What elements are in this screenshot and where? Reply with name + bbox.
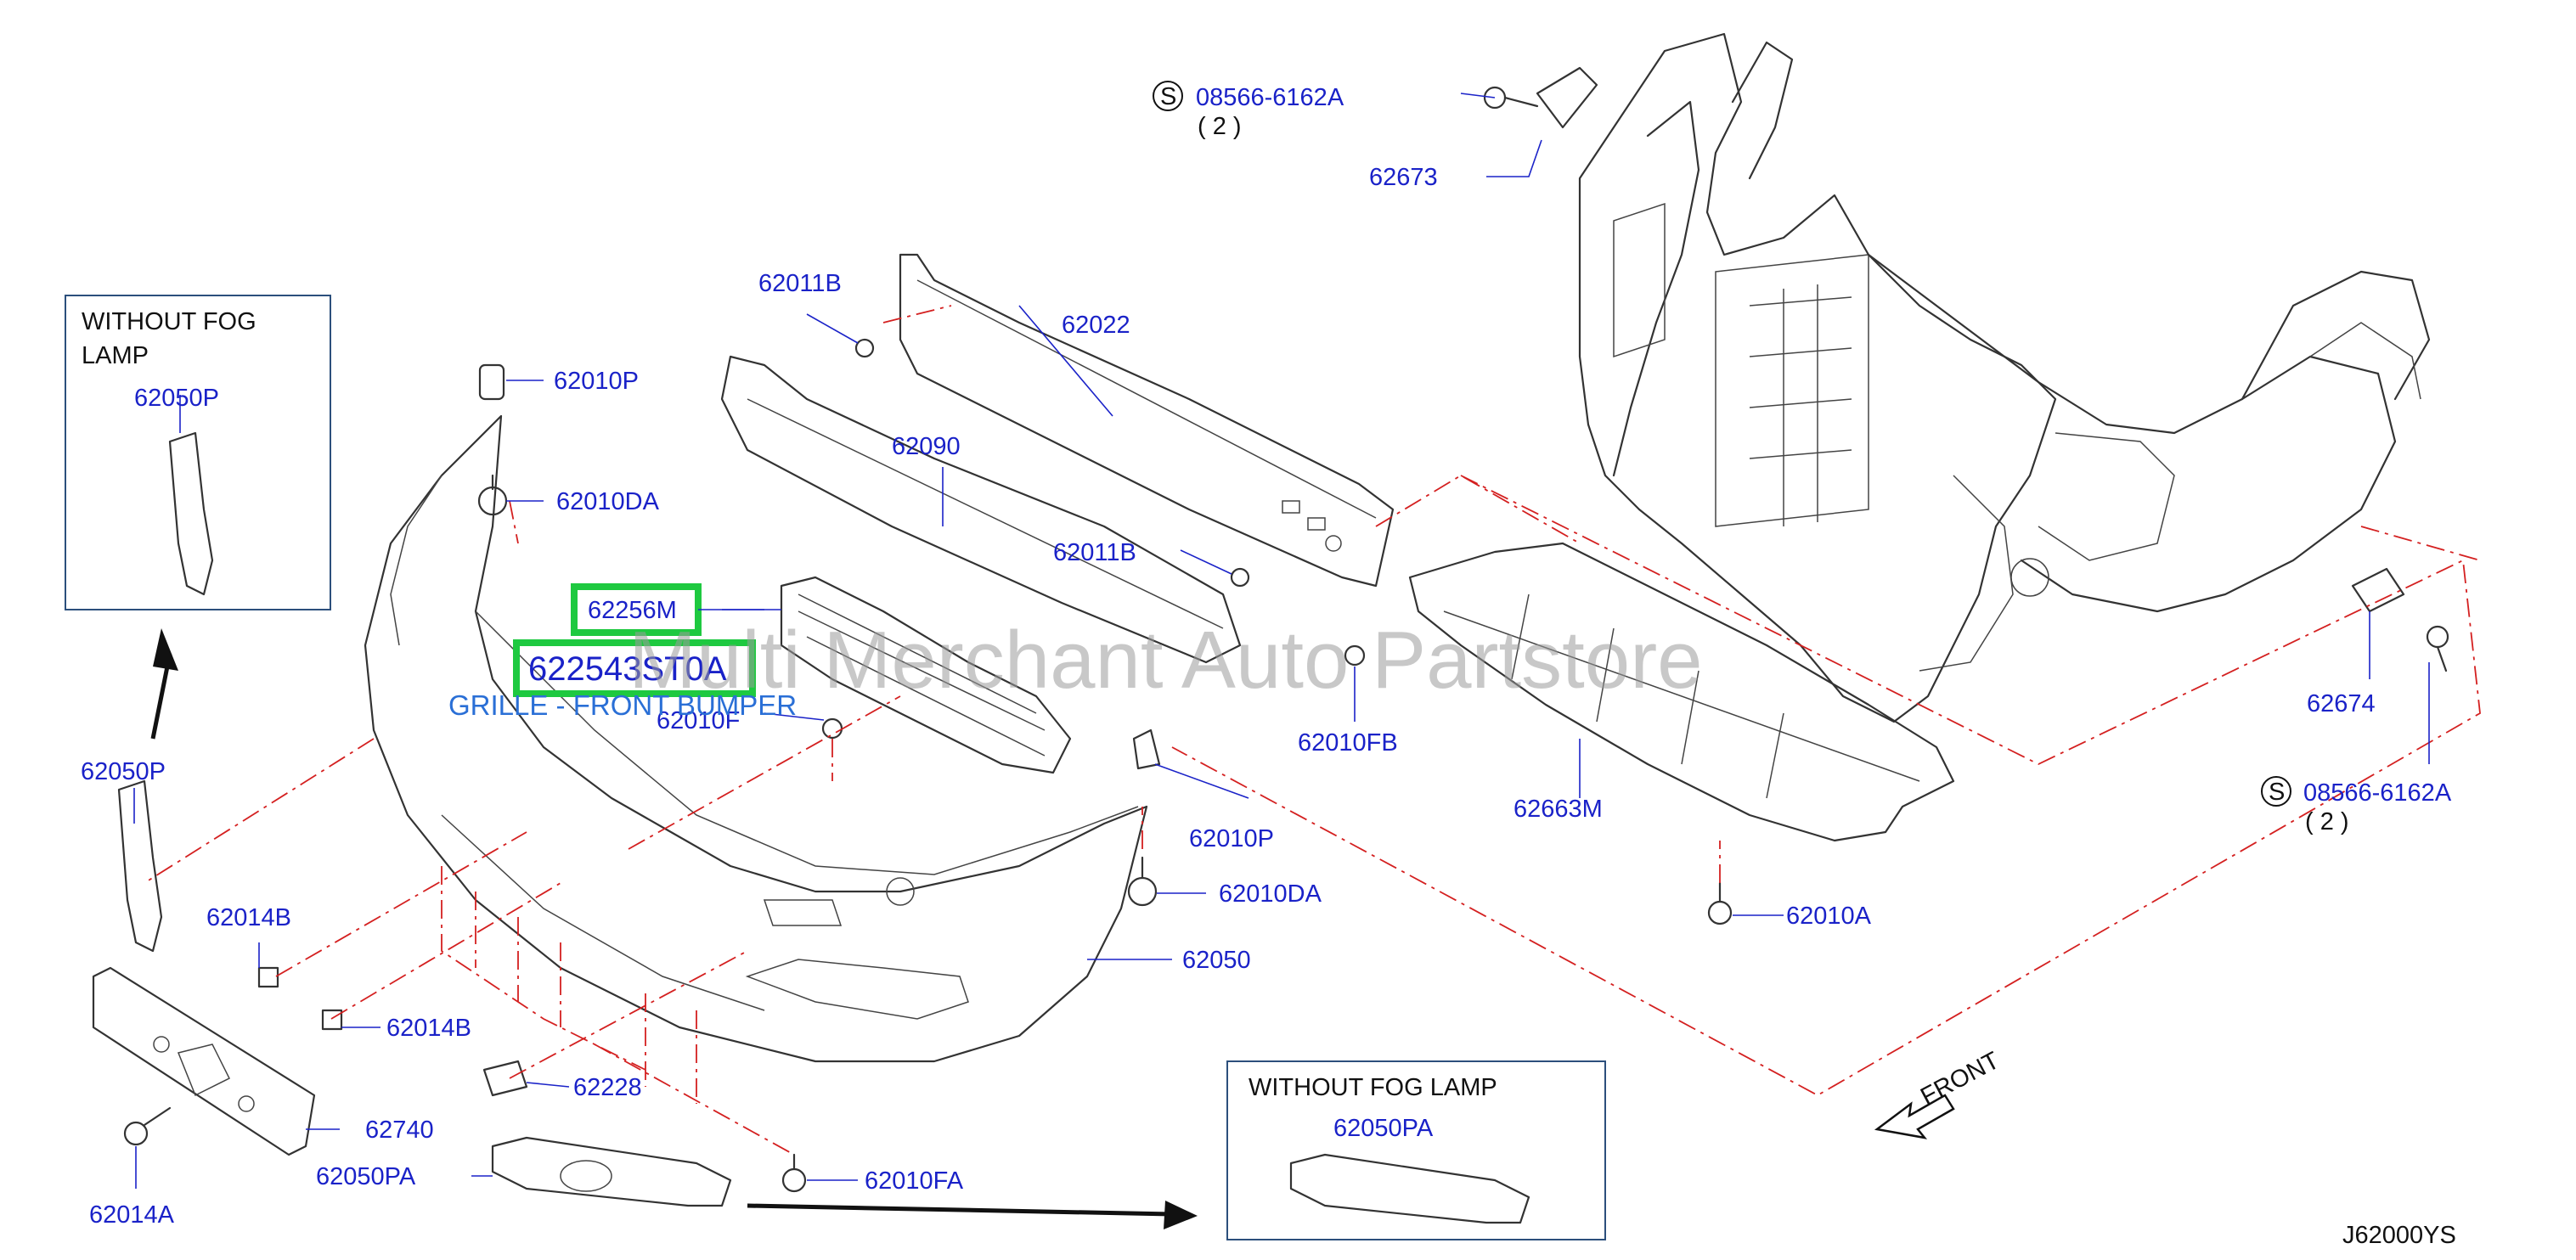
part-label: 62228 — [573, 1074, 642, 1101]
part-label: 62014B — [386, 1015, 471, 1042]
reference-lines — [144, 305, 2481, 1156]
grille-62256M — [780, 576, 1072, 774]
diagram-id: J62000YS — [2342, 1222, 2456, 1249]
screw-code: 08566-6162A — [2303, 779, 2452, 807]
direction-arrows — [150, 628, 1198, 1229]
part-labels: 62673 62011B 62022 62010P 62010DA 62090 … — [81, 164, 2376, 1229]
part-label: 62010DA — [556, 488, 660, 515]
bracket-62050P — [117, 431, 214, 953]
fog-lamp-bezel-62050PA — [491, 1136, 1530, 1224]
part-label: 62050PA — [316, 1163, 416, 1190]
front-label: FRONT — [1916, 1047, 2004, 1111]
under-cover-62663M — [1408, 542, 1955, 842]
part-label: 62010F — [657, 707, 740, 734]
screw-qty: ( 2 ) — [1198, 113, 1242, 140]
part-label: 62011B — [758, 270, 842, 297]
screw-symbol-icon — [1153, 81, 1183, 111]
energy-absorber-62090 — [720, 355, 1242, 664]
part-label: 62010P — [1189, 825, 1274, 852]
inset-left-part-label: 62050P — [134, 385, 219, 412]
reinforcement-bar-62022 — [899, 253, 1395, 588]
screw-qty: ( 2 ) — [2305, 808, 2349, 835]
highlight-box-part-number — [513, 639, 756, 697]
leader-lines — [133, 93, 2430, 1189]
part-label: 62014B — [206, 904, 291, 931]
vehicle-front-structure — [1578, 32, 2431, 723]
screw-callout-bottom: S 08566-6162A ( 2 ) — [2261, 776, 2452, 835]
screw-symbol-letter: S — [2269, 779, 2285, 806]
part-label: 62674 — [2307, 690, 2376, 717]
part-label: 62010DA — [1219, 880, 1322, 908]
part-label: 62673 — [1369, 164, 1438, 191]
part-label: 62022 — [1062, 312, 1130, 339]
inset-left-title-line2: LAMP — [82, 342, 149, 369]
inset-without-fog-lamp-left: WITHOUT FOG LAMP 62050P — [65, 295, 331, 610]
inset-bottom-part-label: 62050PA — [1333, 1115, 1434, 1142]
part-label: 62050P — [81, 758, 166, 785]
part-label: 62011B — [1053, 539, 1136, 566]
highlight-part-number[interactable]: 622543ST0A — [528, 650, 727, 688]
bumper-fascia-62050 — [364, 414, 1148, 1063]
part-label: 62090 — [892, 433, 961, 460]
part-label: 62663M — [1513, 796, 1603, 823]
part-label: 62010FA — [865, 1167, 964, 1195]
highlight-part-description: GRILLE - FRONT BUMPER — [448, 689, 797, 721]
highlight-primary-label: 62256M — [588, 597, 677, 624]
part-label: 62050 — [1182, 947, 1251, 974]
inset-left-title-line1: WITHOUT FOG — [82, 308, 256, 335]
part-label: 62010FB — [1298, 729, 1398, 757]
watermark-text: Multi Merchant Auto Partstore — [628, 615, 1703, 706]
screw-symbol-letter: S — [1160, 83, 1176, 110]
license-plate-bracket-62740 — [92, 966, 316, 1156]
part-label: 62010P — [554, 368, 639, 395]
screw-code: 08566-6162A — [1196, 84, 1344, 111]
screw-callout-top: S 08566-6162A ( 2 ) — [1153, 81, 1344, 140]
inset-bottom-title: WITHOUT FOG LAMP — [1249, 1074, 1497, 1101]
part-label: 62740 — [365, 1117, 434, 1144]
part-label: 62010A — [1786, 903, 1872, 930]
screw-symbol-icon — [2261, 776, 2291, 807]
front-direction-indicator: FRONT — [1874, 1047, 2004, 1139]
part-label: 62014A — [89, 1201, 175, 1229]
inset-without-fog-lamp-bottom: WITHOUT FOG LAMP 62050PA — [1226, 1060, 1606, 1240]
highlighted-part-callout: 62256M 622543ST0A GRILLE - FRONT BUMPER — [448, 583, 797, 721]
